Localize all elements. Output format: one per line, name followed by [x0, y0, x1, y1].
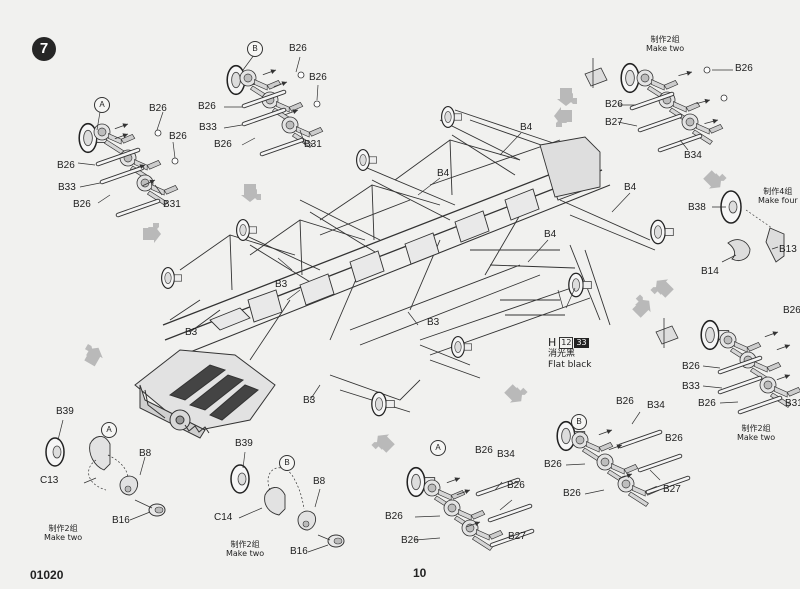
marker-circle: B — [247, 41, 263, 57]
marker-circle: A — [430, 440, 446, 456]
part-label: B26 — [289, 43, 307, 54]
subassembly-tl — [77, 111, 179, 215]
part-label: B27 — [508, 531, 526, 542]
part-label: B38 — [688, 202, 706, 213]
part-label: B26 — [401, 535, 419, 546]
part-label: B39 — [56, 406, 74, 417]
product-code: 01020 — [30, 568, 64, 582]
part-label: B26 — [475, 445, 493, 456]
part-label: C14 — [214, 512, 233, 523]
part-label: B8 — [139, 448, 152, 459]
part-label: B31 — [163, 199, 181, 210]
part-label: B33 — [682, 381, 700, 392]
part-label: B26 — [385, 511, 403, 522]
part-label: B4 — [520, 122, 533, 133]
subassembly-wheel — [712, 190, 785, 263]
marker-circle: A — [101, 422, 117, 438]
cross-members — [209, 136, 601, 331]
part-label: B34 — [647, 400, 665, 411]
part-label: B4 — [437, 168, 450, 179]
part-label: B14 — [701, 266, 719, 277]
subassembly-bl1 — [45, 419, 166, 521]
marker-circle: A — [94, 97, 110, 113]
paint-callout: H 12 33 消光黑 Flat black — [548, 336, 591, 371]
subassembly-bc — [406, 466, 532, 551]
part-label: B26 — [605, 99, 623, 110]
chassis-leaders — [277, 132, 631, 401]
paint-name-cn: 消光黑 — [548, 349, 576, 360]
subassembly-rm — [655, 318, 800, 412]
part-label: B26 — [698, 398, 716, 409]
part-label: B26 — [57, 160, 75, 171]
subassembly-br — [556, 411, 688, 507]
part-label: B3 — [185, 327, 198, 338]
part-label: B31 — [785, 398, 800, 409]
part-label: B4 — [544, 229, 557, 240]
part-label: B26 — [169, 131, 187, 142]
paint-code-2: 33 — [574, 337, 589, 348]
part-label: B26 — [544, 459, 562, 470]
part-label: B33 — [58, 182, 76, 193]
part-label: B26 — [73, 199, 91, 210]
part-label: B4 — [624, 182, 637, 193]
subassembly-tr — [584, 58, 733, 150]
part-label: B26 — [735, 63, 753, 74]
part-label: B8 — [313, 476, 326, 487]
part-label: B16 — [112, 515, 130, 526]
part-label: B39 — [235, 438, 253, 449]
part-label: B26 — [616, 396, 634, 407]
part-label: B26 — [507, 480, 525, 491]
part-label: B13 — [779, 244, 797, 255]
part-label: B31 — [304, 139, 322, 150]
step-number-badge: 7 — [32, 37, 56, 61]
part-label: B26 — [783, 305, 800, 316]
part-label: B26 — [665, 433, 683, 444]
marker-circle: B — [279, 455, 295, 471]
part-label: B26 — [198, 101, 216, 112]
page-number: 10 — [413, 566, 427, 580]
subassembly-bl2 — [230, 451, 345, 553]
part-label: B26 — [214, 139, 232, 150]
part-label: B3 — [427, 317, 440, 328]
part-label: B27 — [605, 117, 623, 128]
part-label: B34 — [497, 449, 515, 460]
subassembly-tc — [223, 54, 324, 154]
part-label: C13 — [40, 475, 59, 486]
part-label: B34 — [684, 150, 702, 161]
part-label: B16 — [290, 546, 308, 557]
paint-letter: H — [548, 336, 557, 349]
part-label: B26 — [563, 488, 581, 499]
paint-name-en: Flat black — [548, 359, 592, 370]
part-label: B3 — [303, 395, 316, 406]
part-label: B27 — [663, 484, 681, 495]
part-label: B26 — [149, 103, 167, 114]
part-label: B26 — [309, 72, 327, 83]
paint-code-1: 12 — [559, 336, 574, 349]
marker-circle: B — [571, 414, 587, 430]
part-label: B33 — [199, 122, 217, 133]
front-skid-plate — [134, 349, 276, 439]
part-label: B3 — [275, 279, 288, 290]
part-label: B26 — [682, 361, 700, 372]
